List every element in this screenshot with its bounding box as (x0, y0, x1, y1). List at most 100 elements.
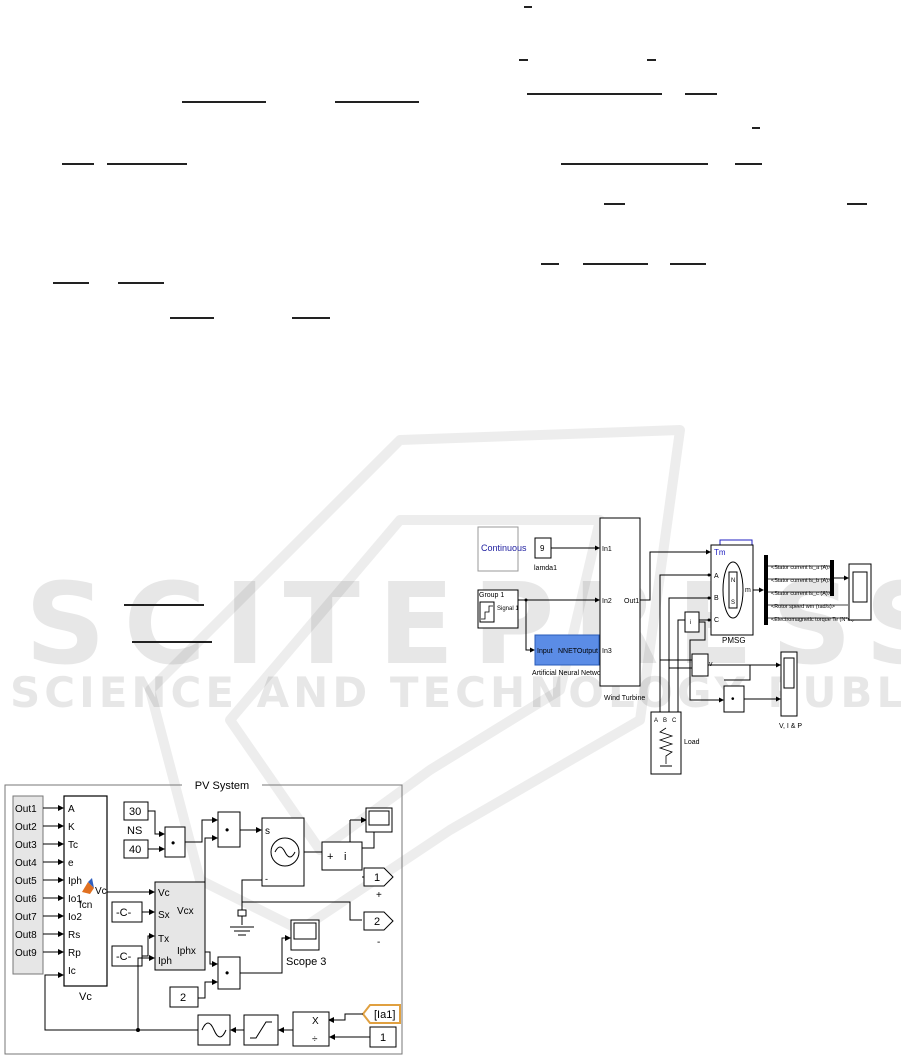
signal-1-label: Signal 1 (497, 606, 519, 612)
subsystem-input: Iph (158, 956, 172, 967)
turbine-input: In1 (602, 546, 612, 553)
divide-x: X (312, 1016, 319, 1027)
turbine-output: Out1 (624, 598, 639, 605)
out-port: Out7 (15, 912, 37, 923)
product-symbol: • (731, 694, 735, 705)
neural-network-block[interactable] (534, 634, 600, 666)
fcn-input: Rs (68, 930, 80, 941)
turbine-label: Wind Turbine (604, 695, 645, 702)
bus-selector[interactable] (764, 555, 768, 625)
pmsg-m: m (745, 587, 751, 594)
source-minus: - (265, 874, 268, 884)
divide-op: ÷ (312, 1034, 318, 1045)
voltage-measurement[interactable] (691, 653, 709, 677)
bus-signal: <Electromagnetic torque Te (N*m)> (771, 617, 857, 623)
continuous-block[interactable] (477, 526, 519, 572)
constant-2-value: 2 (180, 992, 186, 1004)
fcn-block-label: Vc (79, 991, 92, 1003)
wind-turbine-block[interactable] (599, 517, 641, 687)
mux-bar (830, 560, 834, 596)
ns-label: NS (127, 825, 142, 837)
out-port: Out8 (15, 930, 37, 941)
current-measurement[interactable] (321, 841, 363, 871)
fcn-output: Vc (95, 886, 107, 897)
nnet-label: Artificial Neural Network (532, 670, 607, 677)
pmsg-tm: Tm (714, 548, 726, 557)
outport-2-sign: - (377, 937, 380, 948)
nnet-output-label: NNETOutput (558, 648, 598, 655)
pmsg-n: N (731, 578, 735, 584)
lamda-label: lamda1 (534, 565, 557, 572)
out-port: Out9 (15, 948, 37, 959)
pmsg-s: S (731, 600, 735, 606)
group-1-label: Group 1 (479, 592, 504, 599)
pmsg-b: B (714, 595, 719, 602)
watermark-subtext: SCIENCE AND TECHNOLOGY PUBLICATIONS (10, 668, 901, 717)
constant-2[interactable] (169, 986, 199, 1008)
constant-c-2-value: -C- (116, 951, 132, 963)
out-port: Out3 (15, 840, 37, 851)
subsystem-input: Tx (158, 934, 169, 945)
turbine-input: In2 (602, 598, 612, 605)
bus-signal: <Stator current is_b (A)> (771, 578, 831, 584)
load-label: Load (684, 739, 700, 746)
out-port: Out5 (15, 876, 37, 887)
scope-3-label: Scope 3 (286, 956, 326, 968)
goto-tag-label: [Ia1] (374, 1009, 395, 1021)
product-symbol: • (225, 966, 229, 980)
pmsg-a: A (714, 573, 719, 580)
current-measurement[interactable] (684, 611, 700, 633)
fcn-input: Rp (68, 948, 81, 959)
out-port: Out6 (15, 894, 37, 905)
goto-tag[interactable] (361, 1004, 401, 1024)
continuous-label: Continuous (481, 543, 527, 553)
divide-block[interactable] (292, 1011, 330, 1047)
watermark-text: SCITEPRESS (25, 560, 901, 690)
pv-subsystem[interactable] (154, 881, 206, 971)
subsystem-input: Sx (158, 910, 170, 921)
subsystem-input: Vc (158, 888, 170, 899)
outport-1[interactable] (363, 867, 394, 887)
bus-signal: <Stator current is_a (A)> (771, 565, 831, 571)
fcn-input: Ic (68, 966, 76, 977)
out-port: Out4 (15, 858, 37, 869)
product-symbol: • (225, 823, 229, 837)
load-c: C (672, 718, 677, 724)
subsystem-output: Iphx (177, 946, 196, 957)
out-port-bank (12, 795, 44, 975)
current-plus: + (327, 851, 333, 863)
out-port-labels: Out1 Out2 Out3 Out4 Out5 Out6 Out7 Out8 … (15, 804, 37, 959)
out-port: Out2 (15, 822, 37, 833)
turbine-input: In3 (602, 648, 612, 655)
product-symbol: • (171, 836, 175, 850)
vip-label: V, I & P (779, 723, 802, 730)
pmsg-c: C (714, 617, 719, 624)
constant-30-value: 30 (129, 806, 141, 818)
pmsg-label: PMSG (722, 636, 746, 645)
fcn-input: K (68, 822, 75, 833)
current-i: i (344, 851, 346, 863)
fcn-input: Iph (68, 876, 82, 887)
load-a: A (654, 718, 658, 724)
meas-i-label: i (690, 620, 691, 626)
source-s-label: s (265, 826, 270, 837)
fcn-input: Tc (68, 840, 78, 851)
fcn-name: fcn (79, 900, 92, 911)
outport-2-label: 2 (374, 916, 380, 928)
constant-1-value: 1 (380, 1032, 386, 1044)
fcn-input: e (68, 858, 74, 869)
nnet-input-label: Input (537, 648, 553, 655)
load-b: B (663, 718, 667, 724)
constant-9-value: 9 (540, 544, 545, 553)
pv-title: PV System (195, 780, 249, 792)
bus-signal: <Rotor speed wm (rad/s)> (771, 604, 835, 610)
outport-2[interactable] (363, 911, 394, 931)
constant-40-value: 40 (129, 844, 141, 856)
subsystem-output: Vcx (177, 906, 194, 917)
bus-signal: <Stator current is_c (A)> (771, 591, 831, 597)
out-port: Out1 (15, 804, 37, 815)
fcn-input: Io2 (68, 912, 82, 923)
